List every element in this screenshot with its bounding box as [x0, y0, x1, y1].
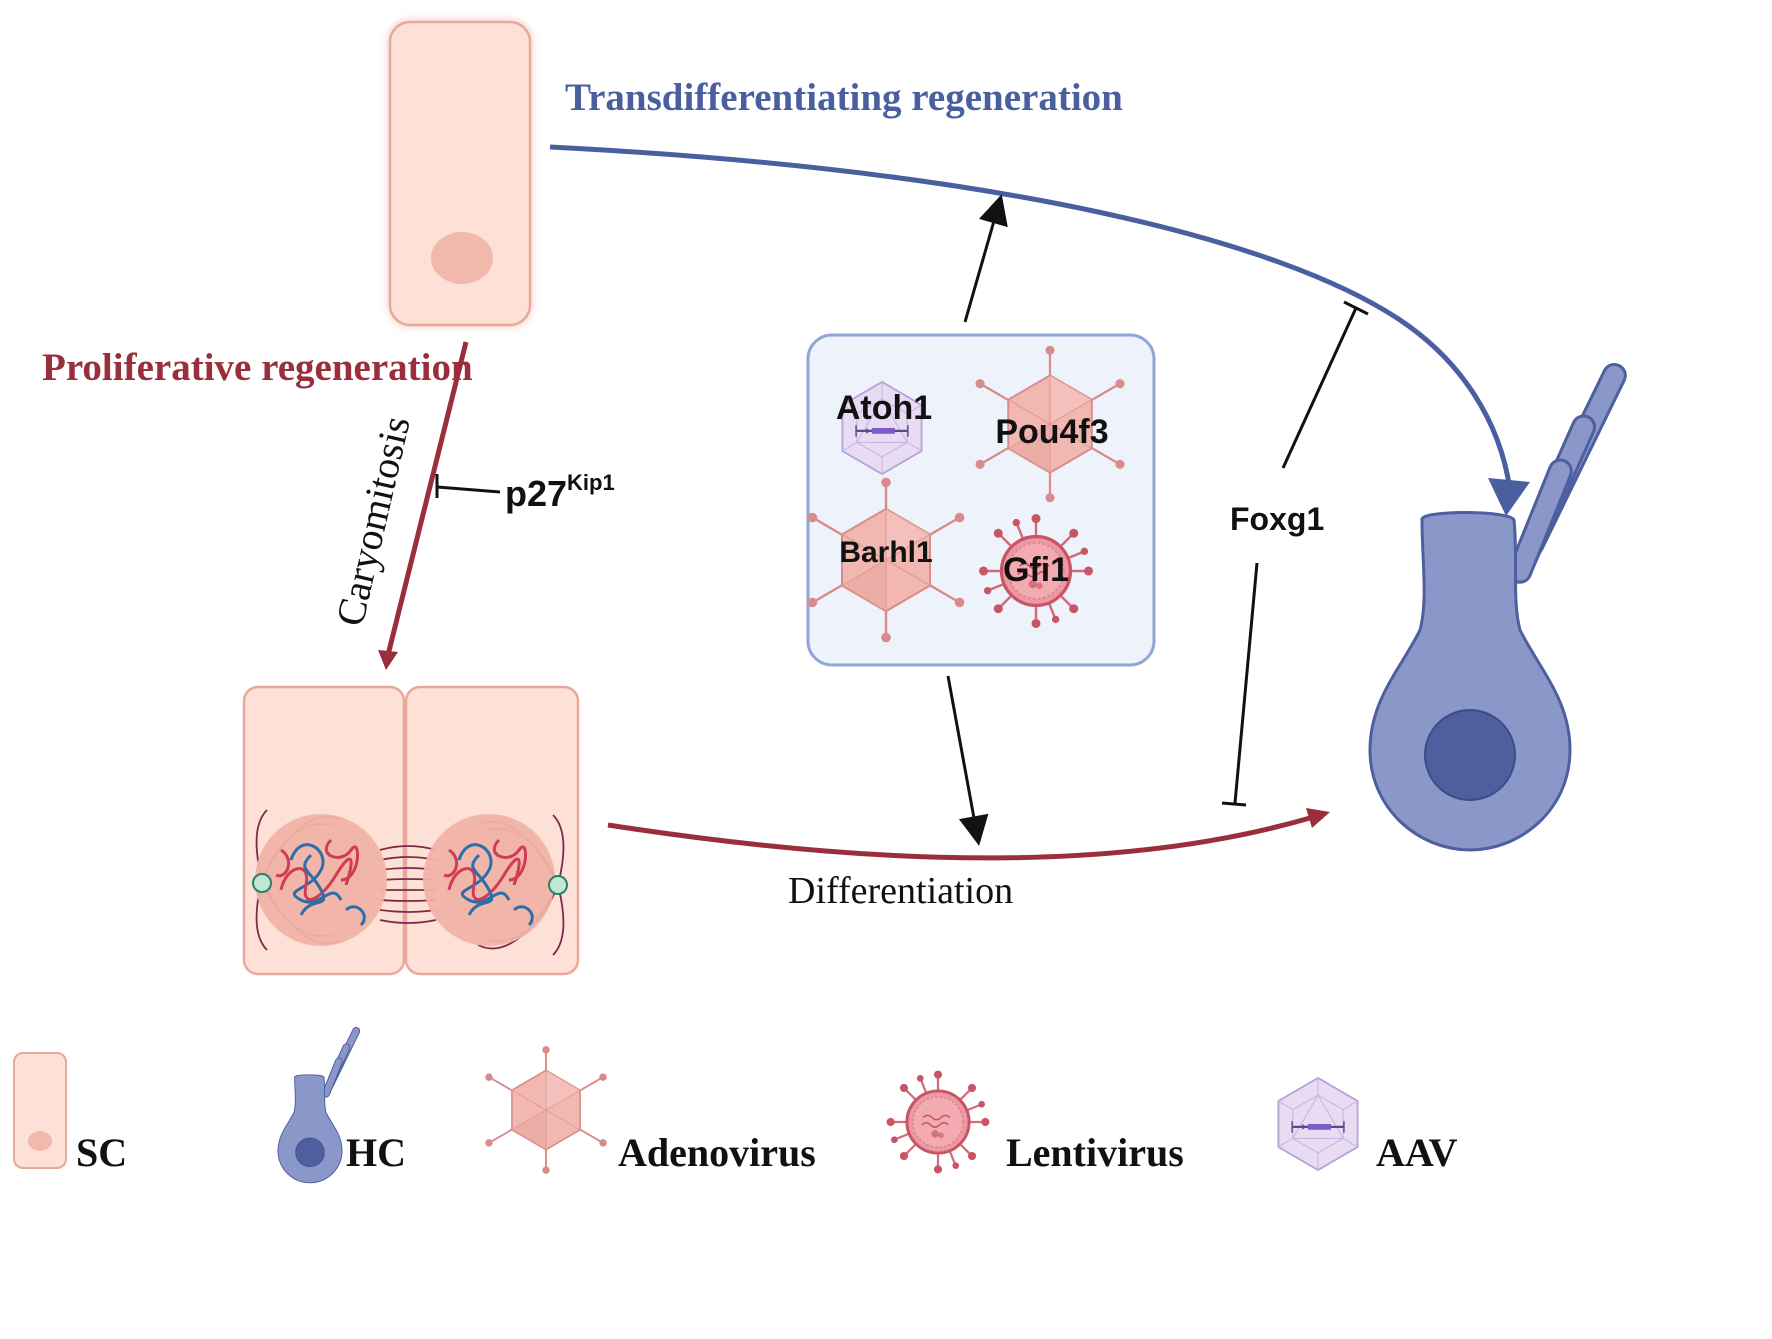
supporting-cell-icon [13, 1052, 67, 1169]
p27-label: p27 [505, 473, 567, 514]
legend-sc: SC [13, 1052, 127, 1175]
proliferative-arrow [378, 341, 469, 670]
gfi1-label: Gfi1 [1003, 551, 1069, 589]
p27-superscript: Kip1 [567, 470, 615, 495]
legend-lentivirus-label: Lentivirus [1006, 1130, 1184, 1175]
pou4f3-label: Pou4f3 [995, 413, 1108, 451]
foxg1-label: Foxg1 [1230, 501, 1324, 537]
legend: SC HC Adenovirus Lentivirus AAV [13, 1025, 1458, 1184]
proliferative-label: Proliferative regeneration [42, 346, 473, 389]
differentiation-label: Differentiation [788, 870, 1013, 912]
barhl1-label: Barhl1 [839, 536, 932, 569]
lentivirus-icon [885, 1069, 991, 1175]
gene-vector-box: Atoh1 Pou4f3 Barhl1 Gfi1 [806, 333, 1156, 667]
aav-icon [1277, 1076, 1359, 1172]
legend-adenovirus-label: Adenovirus [618, 1130, 816, 1175]
transdifferentiation-arrow [549, 144, 1530, 516]
adenovirus-icon [484, 1045, 608, 1175]
svg-text:p27Kip1: p27Kip1 [505, 470, 615, 514]
legend-aav-label: AAV [1376, 1130, 1458, 1175]
box-to-transdiff-arrow [963, 194, 1008, 323]
legend-sc-label: SC [76, 1130, 127, 1175]
legend-aav: AAV [1277, 1076, 1458, 1175]
box-to-differentiation-arrow [946, 675, 989, 846]
transdifferentiating-label: Transdifferentiating regeneration [565, 76, 1123, 119]
differentiation-arrow [607, 808, 1330, 861]
p27-inhibitor: p27Kip1 [435, 470, 615, 514]
supporting-cell-top [388, 20, 532, 327]
foxg1-inhibitors: Foxg1 [1221, 300, 1369, 807]
legend-adenovirus: Adenovirus [484, 1045, 816, 1175]
hair-cell [1368, 359, 1631, 852]
legend-hc: HC [277, 1025, 406, 1184]
legend-lentivirus: Lentivirus [885, 1069, 1184, 1175]
dividing-supporting-cells [242, 685, 580, 976]
legend-hc-label: HC [346, 1130, 406, 1175]
caryomitosis-label: Caryomitosis [327, 412, 419, 630]
atoh1-label: Atoh1 [836, 389, 932, 427]
